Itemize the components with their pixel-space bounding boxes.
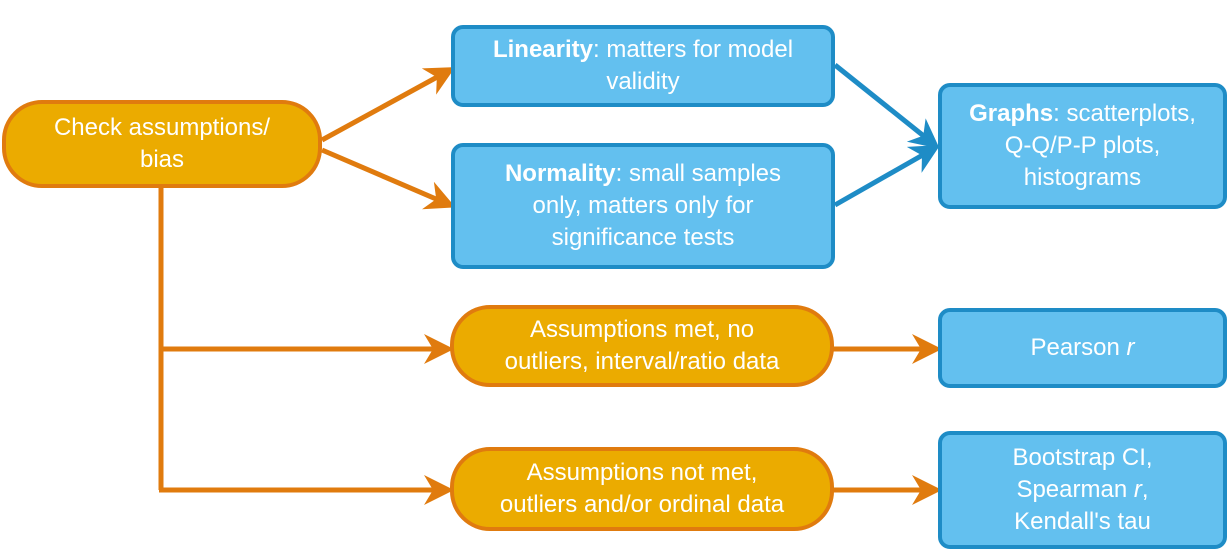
graphs-node: Graphs: scatterplots, Q-Q/P-P plots, his… xyxy=(938,83,1227,209)
bootstrap-node: Bootstrap CI, Spearman r, Kendall's tau xyxy=(938,431,1227,549)
graphs-label: Graphs: scatterplots, Q-Q/P-P plots, his… xyxy=(969,100,1196,191)
assumptions-met-label: Assumptions met, no outliers, interval/r… xyxy=(504,316,780,375)
normality-node: Normality: small samples only, matters o… xyxy=(451,143,835,269)
pearson-label: Pearson r xyxy=(1030,334,1135,361)
arrow-linearity-to-graphs xyxy=(833,63,940,149)
assumptions-not-met-node: Assumptions not met, outliers and/or ord… xyxy=(450,447,834,531)
bootstrap-label: Bootstrap CI, Spearman r, Kendall's tau xyxy=(1012,444,1153,535)
arrow-check-to-normality xyxy=(321,147,456,210)
normality-label: Normality: small samples only, matters o… xyxy=(504,160,782,251)
linearity-node: Linearity: matters for model validity xyxy=(451,25,835,107)
assumptions-met-node: Assumptions met, no outliers, interval/r… xyxy=(450,305,834,387)
linearity-label: Linearity: matters for model validity xyxy=(492,36,794,95)
pearson-node: Pearson r xyxy=(938,308,1227,388)
check-assumptions-label: Check assumptions/ bias xyxy=(53,114,271,173)
check-assumptions-node: Check assumptions/ bias xyxy=(2,100,322,188)
assumptions-not-met-label: Assumptions not met, outliers and/or ord… xyxy=(499,459,785,518)
arrow-normality-to-graphs xyxy=(833,145,941,208)
arrow-check-to-linearity xyxy=(320,67,456,143)
